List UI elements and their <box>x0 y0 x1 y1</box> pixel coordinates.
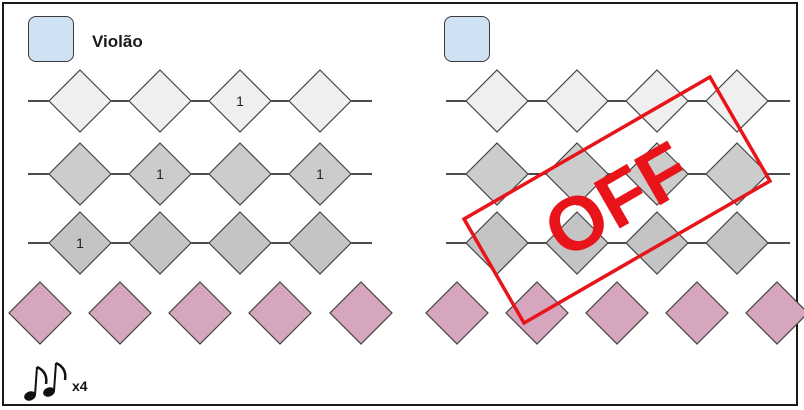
right-step-cell[interactable] <box>465 211 529 275</box>
beat-diamond[interactable] <box>505 281 569 345</box>
left-step-value: 1 <box>76 235 84 251</box>
pattern-panel: Violão x4 <box>2 2 798 406</box>
instrument-name: Violão <box>92 32 143 51</box>
beat-diamond[interactable] <box>168 281 232 345</box>
right-step-cell[interactable] <box>465 69 529 133</box>
beat-diamond[interactable] <box>585 281 649 345</box>
right-step-cell[interactable] <box>545 211 609 275</box>
right-step-cell[interactable] <box>625 69 689 133</box>
left-step-cell[interactable] <box>288 69 352 133</box>
right-step-cell[interactable] <box>465 142 529 206</box>
beat-diamond[interactable] <box>248 281 312 345</box>
left-step-value: 1 <box>316 166 324 182</box>
left-step-cell[interactable] <box>208 69 272 133</box>
right-step-cell[interactable] <box>545 69 609 133</box>
left-step-value: 1 <box>156 166 164 182</box>
left-step-value: 1 <box>236 93 244 109</box>
beat-diamond[interactable] <box>425 281 489 345</box>
left-step-cell[interactable] <box>208 142 272 206</box>
beat-diamond[interactable] <box>665 281 729 345</box>
beat-diamond[interactable] <box>745 281 804 345</box>
left-step-cell[interactable] <box>128 69 192 133</box>
beat-diamond[interactable] <box>8 281 72 345</box>
instrument-toggle-button-right[interactable] <box>444 16 490 62</box>
left-step-cell[interactable] <box>288 211 352 275</box>
instrument-toggle-button[interactable] <box>28 16 74 62</box>
left-step-cell[interactable] <box>48 69 112 133</box>
right-step-cell[interactable] <box>625 142 689 206</box>
left-step-cell[interactable] <box>48 211 112 275</box>
left-step-cell[interactable] <box>128 211 192 275</box>
left-step-cell[interactable] <box>288 142 352 206</box>
left-step-cell[interactable] <box>48 142 112 206</box>
repeat-count: x4 <box>72 378 88 394</box>
music-notes-icon <box>24 361 67 401</box>
beat-diamond[interactable] <box>88 281 152 345</box>
right-step-cell[interactable] <box>705 142 769 206</box>
right-step-cell[interactable] <box>705 211 769 275</box>
left-step-cell[interactable] <box>128 142 192 206</box>
left-step-cell[interactable] <box>208 211 272 275</box>
right-step-cell[interactable] <box>545 142 609 206</box>
beat-diamond[interactable] <box>329 281 393 345</box>
